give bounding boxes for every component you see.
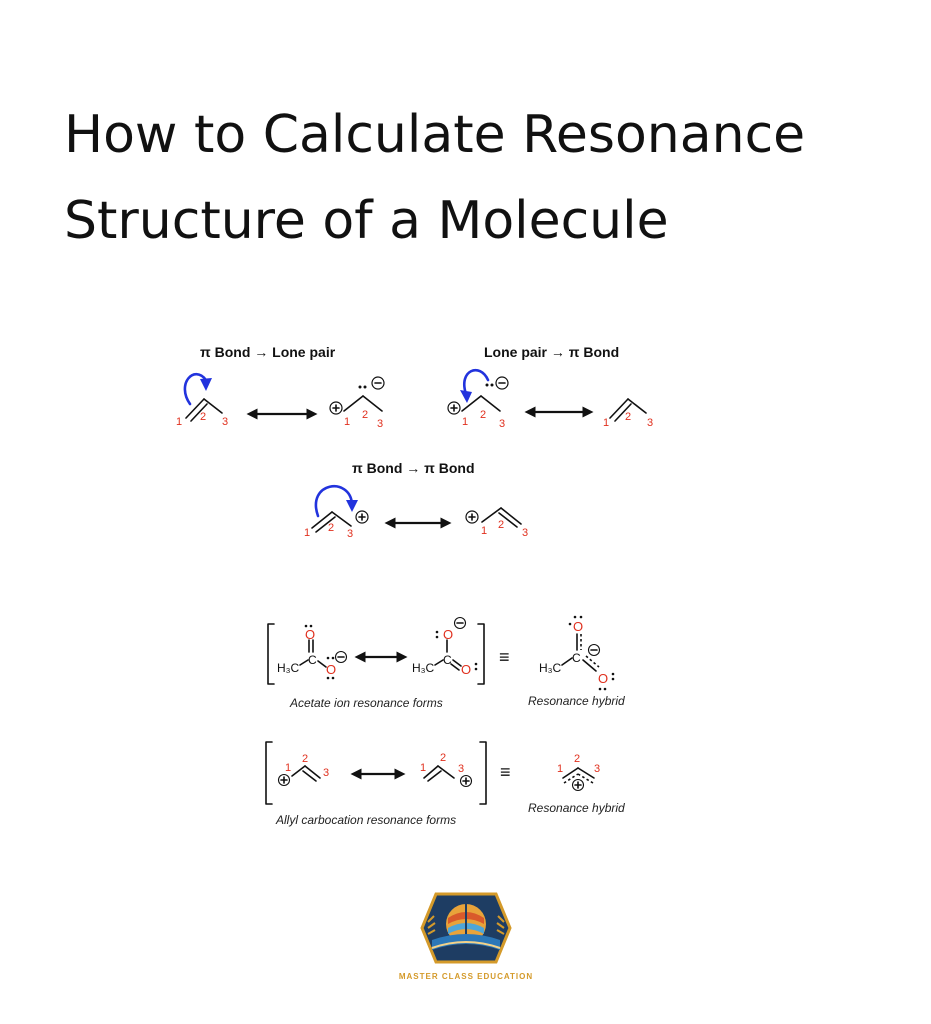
equivalent-symbol: ≡ xyxy=(499,647,510,667)
atom-number-1: 1 xyxy=(420,762,426,774)
header-lone-pair-to-pi: Lone pair → π Bond xyxy=(484,344,619,360)
header-pi-to-lone-pair: π Bond → Lone pair xyxy=(200,344,336,360)
allyl-brackets xyxy=(265,741,487,805)
atom-number-1: 1 xyxy=(176,416,182,428)
atom-number-3: 3 xyxy=(323,767,329,779)
allyl-caption: Allyl carbocation resonance forms xyxy=(275,813,456,827)
atom-number-2: 2 xyxy=(328,522,334,534)
header-pi-to-pi: π Bond → π Bond xyxy=(352,460,475,476)
allyl-neutral-left: 1 2 3 xyxy=(176,372,228,428)
atom-number-1: 1 xyxy=(285,762,291,774)
allyl-hybrid-caption: Resonance hybrid xyxy=(528,801,625,815)
methyl-label: H₃C xyxy=(412,661,435,675)
carbon-label: C xyxy=(308,653,317,667)
atom-number-1: 1 xyxy=(304,527,310,539)
zwitterion-form-2: 1 2 3 xyxy=(447,368,509,430)
methyl-label: H₃C xyxy=(277,661,300,675)
acetate-hybrid-caption: Resonance hybrid xyxy=(528,694,625,708)
atom-number-3: 3 xyxy=(647,417,653,429)
atom-number-1: 1 xyxy=(603,417,609,429)
allyl-hybrid: 1 2 3 xyxy=(557,753,600,792)
oxygen-label: O xyxy=(598,671,608,686)
title-line-2: Structure of a Molecule xyxy=(64,191,669,251)
methyl-label: H₃C xyxy=(539,661,562,675)
allyl-cation-right: 1 2 3 xyxy=(465,507,528,539)
allyl-cation-left: 1 2 3 xyxy=(304,485,369,540)
atom-number-2: 2 xyxy=(498,519,504,531)
brand-name: MASTER CLASS EDUCATION xyxy=(398,972,534,981)
acetate-form-2: H₃C C O O xyxy=(412,616,478,677)
acetate-hybrid: H₃C C O O xyxy=(539,615,615,691)
acetate-form-1: H₃C C O O xyxy=(277,624,348,680)
oxygen-label: O xyxy=(326,662,336,677)
page-title: How to Calculate Resonance Structure of … xyxy=(64,92,904,264)
atom-number-3: 3 xyxy=(347,528,353,540)
atom-number-2: 2 xyxy=(440,752,446,764)
zwitterion-form: 1 2 3 xyxy=(329,376,385,430)
title-line-1: How to Calculate Resonance xyxy=(64,105,806,165)
oxygen-label: O xyxy=(305,627,315,642)
equivalent-symbol: ≡ xyxy=(500,762,511,782)
acetate-caption: Acetate ion resonance forms xyxy=(289,696,443,710)
atom-number-3: 3 xyxy=(222,416,228,428)
allyl-form-1: 1 2 3 xyxy=(277,753,329,787)
atom-number-2: 2 xyxy=(625,411,631,423)
carbon-label: C xyxy=(572,651,581,665)
master-class-education-logo-icon xyxy=(420,892,512,964)
atom-number-3: 3 xyxy=(522,527,528,539)
atom-number-3: 3 xyxy=(377,418,383,430)
atom-number-2: 2 xyxy=(574,753,580,765)
acetate-brackets xyxy=(267,623,485,685)
atom-number-3: 3 xyxy=(458,763,464,775)
atom-number-1: 1 xyxy=(557,763,563,775)
atom-number-2: 2 xyxy=(480,409,486,421)
atom-number-2: 2 xyxy=(302,753,308,765)
oxygen-label: O xyxy=(573,619,583,634)
atom-number-2: 2 xyxy=(362,409,368,421)
atom-number-3: 3 xyxy=(499,418,505,430)
carbon-label: C xyxy=(443,653,452,667)
atom-number-1: 1 xyxy=(462,416,468,428)
allyl-neutral-right: 1 2 3 xyxy=(603,398,653,429)
atom-number-2: 2 xyxy=(200,411,206,423)
atom-number-1: 1 xyxy=(344,416,350,428)
atom-number-3: 3 xyxy=(594,763,600,775)
allyl-form-2: 1 2 3 xyxy=(420,752,473,788)
oxygen-label: O xyxy=(443,627,453,642)
oxygen-label: O xyxy=(461,662,471,677)
atom-number-1: 1 xyxy=(481,525,487,537)
